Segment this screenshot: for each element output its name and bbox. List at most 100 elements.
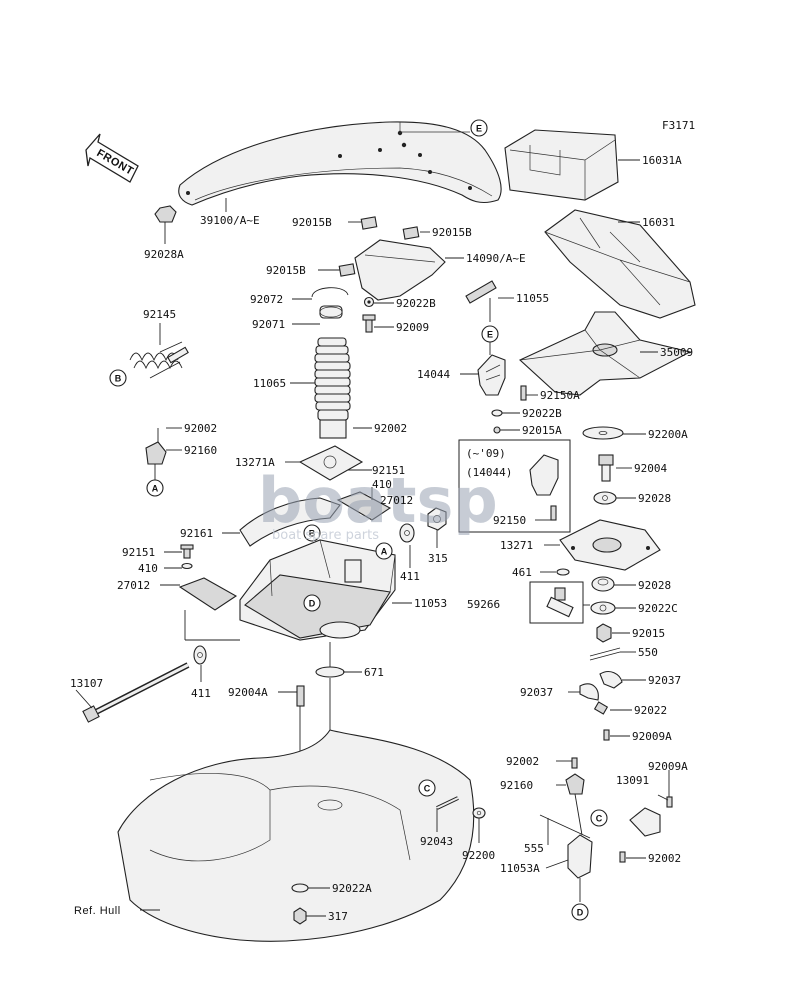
plate-35009-part bbox=[519, 311, 692, 396]
cap-92028a-part bbox=[154, 205, 177, 244]
part-label: 92028 bbox=[638, 579, 671, 592]
deck-cover-part bbox=[178, 121, 502, 206]
part-label: 92150A bbox=[540, 389, 580, 402]
plate-13271a-part bbox=[285, 445, 364, 481]
part-label: 92043 bbox=[420, 835, 453, 848]
part-label: 92015 bbox=[632, 627, 665, 640]
part-label: 92015B bbox=[292, 216, 332, 229]
circle-ref-a-left: A bbox=[146, 479, 164, 497]
part-label: 317 bbox=[328, 910, 348, 923]
part-label: 92072 bbox=[250, 293, 283, 306]
watermark-main: boatsp bbox=[258, 464, 498, 537]
handle-92161-part bbox=[222, 497, 341, 547]
part-label: 92002 bbox=[374, 422, 407, 435]
svg-text:B: B bbox=[115, 374, 122, 384]
part-label: 555 bbox=[524, 842, 544, 855]
part-label: 411 bbox=[400, 570, 420, 583]
variant-box: (~'09) (14044) bbox=[458, 439, 571, 533]
svg-text:D: D bbox=[309, 599, 316, 609]
part-label: 671 bbox=[364, 666, 384, 679]
part-label: 11053A bbox=[500, 862, 540, 875]
part-label: 92015A bbox=[522, 424, 562, 437]
right-column-parts bbox=[579, 576, 623, 741]
lower-right-bracket-parts bbox=[539, 757, 673, 902]
part-label: 92022B bbox=[396, 297, 436, 310]
part-label: 92022 bbox=[634, 704, 667, 717]
circle-ref-b-left: B bbox=[109, 369, 127, 387]
spring-92145-part bbox=[129, 323, 189, 379]
tray-16031-part bbox=[544, 209, 696, 319]
part-label: 92004A bbox=[228, 686, 268, 699]
front-arrow-icon: FRONT bbox=[85, 133, 139, 183]
part-label: 550 bbox=[638, 646, 658, 659]
bracket-92160-part bbox=[145, 428, 167, 480]
circle-ref-b-mid: B bbox=[303, 524, 321, 542]
part-label: 92028 bbox=[638, 492, 671, 505]
part-label: 92037 bbox=[648, 674, 681, 687]
watermark: boatsp boat spare parts bbox=[258, 464, 498, 543]
bellows-boot-part bbox=[290, 337, 351, 439]
handlebar-tray-11053-part bbox=[239, 539, 412, 641]
circle-ref-c-right: C bbox=[590, 809, 608, 827]
svg-text:A: A bbox=[381, 547, 388, 557]
part-label: 92071 bbox=[252, 318, 285, 331]
part-label: 13091 bbox=[616, 774, 649, 787]
part-label: 92009 bbox=[396, 321, 429, 334]
part-label: 11053 bbox=[414, 597, 447, 610]
ref-hull-label: Ref. Hull bbox=[74, 905, 121, 917]
clip-92015b-parts bbox=[338, 216, 420, 277]
part-label: 461 bbox=[512, 566, 532, 579]
part-label: 92015B bbox=[266, 264, 306, 277]
circle-ref-e-mid: E bbox=[481, 325, 499, 343]
part-label: 11055 bbox=[516, 292, 549, 305]
part-label: 92028A bbox=[144, 248, 184, 261]
circle-ref-c-pin: C bbox=[418, 779, 436, 797]
part-label: 92160 bbox=[184, 444, 217, 457]
part-label: 59266 bbox=[467, 598, 500, 611]
part-labels: 16031A 16031 39100/A~E 92028A 92015B 920… bbox=[70, 154, 693, 923]
bolt-92150a-parts bbox=[491, 385, 527, 434]
part-label: 13271 bbox=[500, 539, 533, 552]
bolt-92151-left-part bbox=[180, 544, 194, 570]
part-label: 92002 bbox=[184, 422, 217, 435]
part-label: 92004 bbox=[634, 462, 667, 475]
part-label: 27012 bbox=[117, 579, 150, 592]
part-label: 315 bbox=[428, 552, 448, 565]
washer-411-upper-part bbox=[399, 523, 415, 568]
part-label: 13271A bbox=[235, 456, 275, 469]
part-label: 92145 bbox=[143, 308, 176, 321]
part-label: 92200 bbox=[462, 849, 495, 862]
part-label: 14044 bbox=[417, 368, 450, 381]
svg-text:C: C bbox=[596, 814, 603, 824]
part-label: 92015B bbox=[432, 226, 472, 239]
part-label: 92160 bbox=[500, 779, 533, 792]
circle-ref-a-mid: A bbox=[375, 542, 393, 560]
part-label: 92009A bbox=[632, 730, 672, 743]
part-label: 92009A bbox=[648, 760, 688, 773]
part-label: 11065 bbox=[253, 377, 286, 390]
variant-year: (~'09) bbox=[466, 447, 506, 460]
svg-text:C: C bbox=[424, 784, 431, 794]
variant-part: (14044) bbox=[466, 466, 512, 479]
nut-315-part bbox=[427, 507, 447, 531]
part-label: 16031 bbox=[642, 216, 675, 229]
part-label: 410 bbox=[372, 478, 392, 491]
latch-27012-lower-part bbox=[178, 577, 238, 611]
svg-text:E: E bbox=[476, 124, 482, 134]
part-label: 92151 bbox=[122, 546, 155, 559]
part-label: 39100/A~E bbox=[200, 214, 260, 227]
bracket-14044-part bbox=[465, 280, 506, 396]
bolt-13107-part bbox=[82, 662, 190, 723]
figure-id: F3171 bbox=[662, 119, 695, 132]
boot-hardware-parts bbox=[311, 287, 376, 333]
fitting-59266-part bbox=[529, 568, 584, 624]
part-label: 411 bbox=[191, 687, 211, 700]
part-label: 92151 bbox=[372, 464, 405, 477]
plate-13271-part bbox=[544, 519, 661, 571]
part-label: 16031A bbox=[642, 154, 682, 167]
leader-lines bbox=[75, 198, 670, 917]
part-label: 92002 bbox=[648, 852, 681, 865]
svg-text:A: A bbox=[152, 484, 159, 494]
hull-part bbox=[117, 729, 475, 942]
